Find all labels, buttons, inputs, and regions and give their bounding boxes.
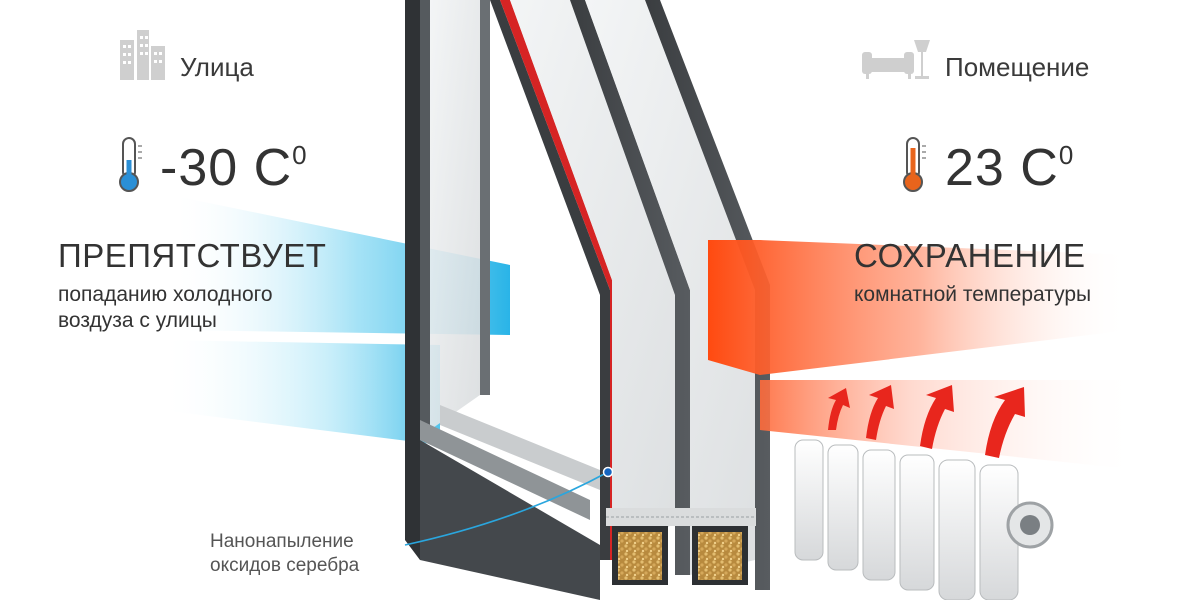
outside-temperature-value: -30 С [160,139,293,197]
inside-temperature-value: 23 С [945,139,1059,197]
outside-temperature: -30 С0 [160,138,308,198]
outside-subtext-line-1: попаданию холодного [58,283,273,306]
sofa-lamp-icon [862,40,930,79]
radiator [794,439,1054,601]
outside-heading: ПРЕПЯТСТВУЕТ [58,237,327,274]
coating-note-line-1: Нанонапыление [210,531,354,552]
heat-arrows [828,385,1025,458]
inside-label: Помещение [945,52,1090,82]
inside-temperature-degree: 0 [1058,140,1075,170]
outside-subtext: попаданию холодного воздуза с улицы [58,282,273,334]
thermometer-cold-icon [119,137,142,192]
coating-note-line-2: оксидов серебра [210,555,360,576]
inside-subtext-line-1: комнатной температуры [854,283,1092,306]
window-frame [405,0,770,600]
inside-heading: СОХРАНЕНИЕ [854,237,1086,274]
outside-temperature-degree: 0 [292,140,308,170]
thermometer-warm-icon [903,137,926,192]
outside-label: Улица [180,52,254,82]
inside-temperature: 23 С0 [945,138,1074,198]
outside-subtext-line-2: воздуза с улицы [58,309,217,332]
coating-note: Нанонапыление оксидов серебра [210,530,359,578]
coating-pointer [404,466,614,546]
warm-air-beam [708,240,1140,470]
inside-subtext: комнатной температуры [854,282,1091,308]
city-buildings-icon [120,30,165,80]
